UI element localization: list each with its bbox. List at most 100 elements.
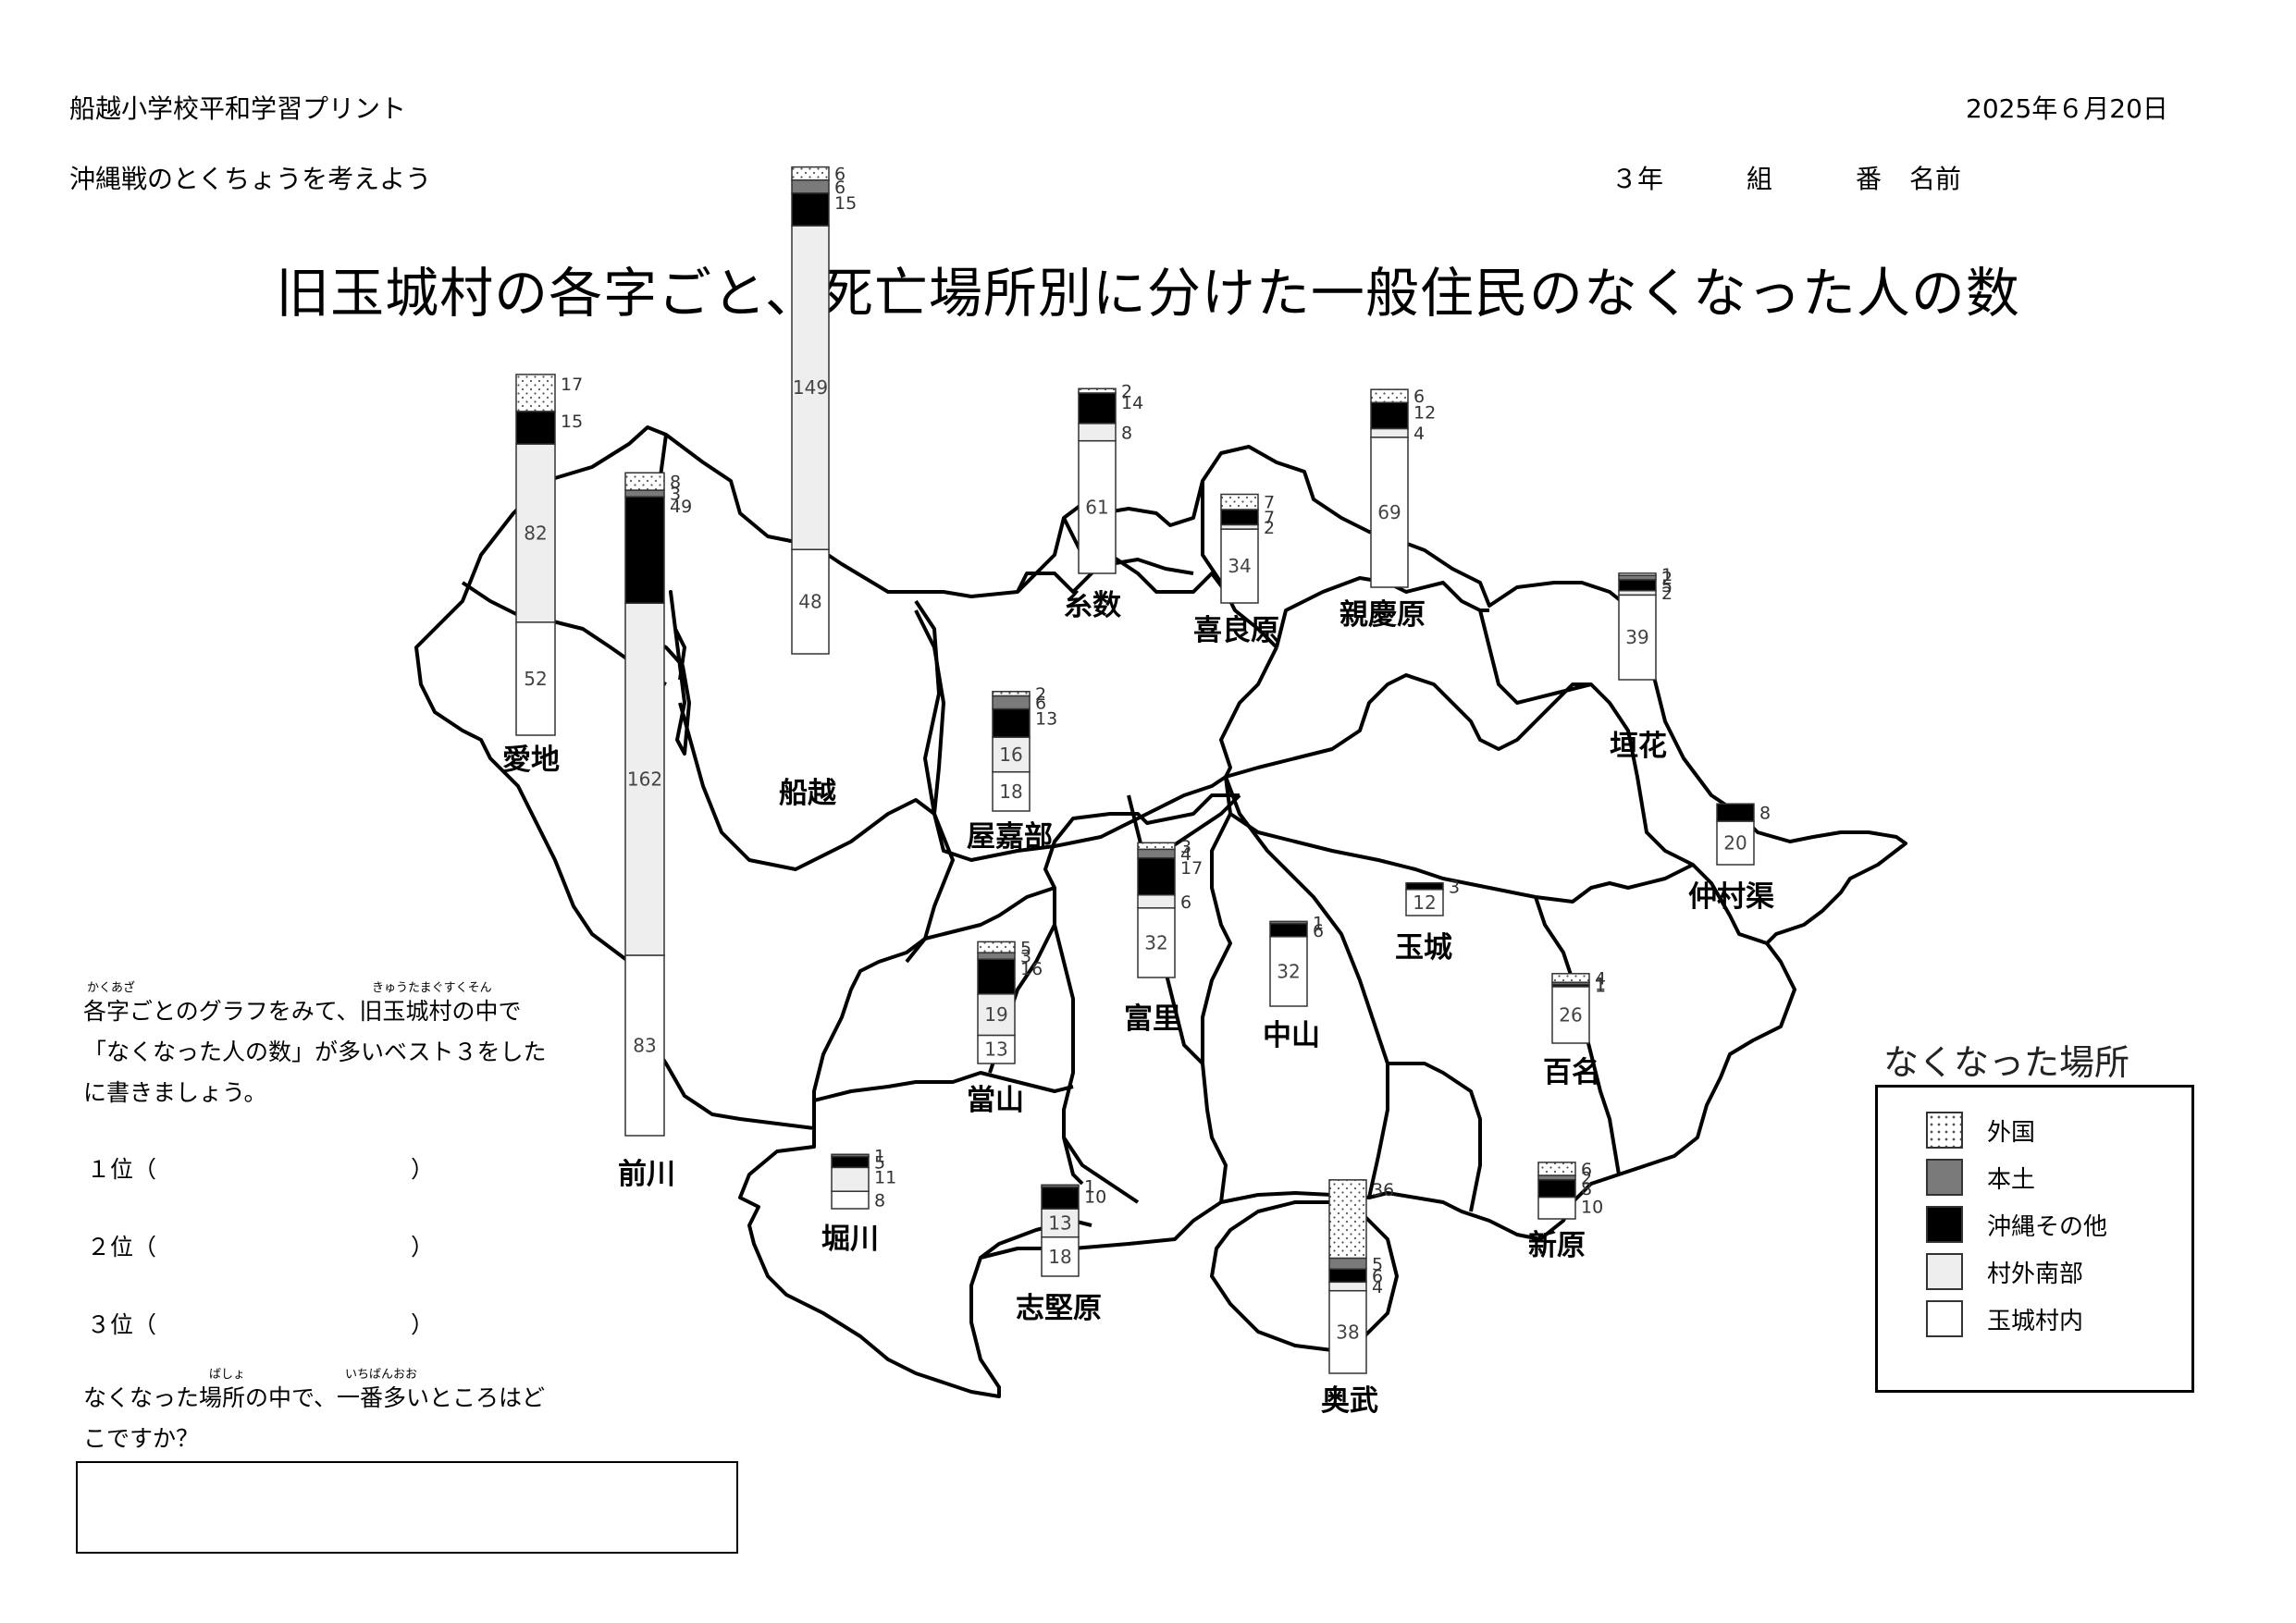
village-label-shikenbaru: 志堅原	[1016, 1292, 1102, 1325]
bar-仲村渠: 208	[1716, 803, 1771, 866]
bar-value-label: 1	[1084, 1176, 1095, 1197]
bar-value-label: 8	[1121, 423, 1132, 443]
bar-segment-southern-outside	[992, 736, 1031, 773]
bar-segment-southern-outside	[831, 1166, 870, 1192]
bar-segment-abroad	[1328, 1179, 1367, 1260]
school-print-title: 船越小学校平和学習プリント	[69, 93, 407, 124]
village-label-oyakebaru: 親慶原	[1339, 598, 1426, 632]
bar-value-label: 11	[874, 1167, 896, 1187]
legend-swatch-gray	[1926, 1159, 1963, 1196]
village-label-ou: 奥武	[1321, 1384, 1378, 1418]
legend-swatch-white	[1926, 1300, 1963, 1337]
bar-segment-abroad	[1220, 493, 1259, 510]
rank-1-answer[interactable]: １位（）	[87, 1151, 434, 1185]
bar-value-label: 20	[1723, 832, 1747, 855]
bar-value-label: 8	[1581, 1179, 1592, 1199]
village-label-hyakuna: 百名	[1543, 1056, 1600, 1089]
bar-segment-in-village	[1041, 1236, 1080, 1277]
bar-segment-okinawa-other	[1328, 1268, 1367, 1284]
village-label-nakayama: 中山	[1263, 1019, 1320, 1052]
bar-value-label: 10	[1581, 1198, 1603, 1218]
rank-3-answer[interactable]: ３位（）	[87, 1307, 434, 1340]
bar-value-label: 13	[1048, 1211, 1071, 1234]
bar-value-label: 34	[1228, 555, 1251, 577]
bar-segment-southern-outside	[624, 602, 665, 956]
village-label-aichi: 愛地	[502, 744, 560, 777]
bar-segment-abroad	[1537, 1162, 1576, 1176]
bar-segment-okinawa-other	[624, 496, 665, 604]
bar-segment-southern-outside	[1370, 427, 1409, 438]
grade-label: ３年	[1611, 164, 1664, 194]
village-label-kiyabaru: 喜良原	[1193, 614, 1279, 647]
bar-value-label: 5	[1372, 1254, 1383, 1274]
bar-value-label: 4	[1595, 969, 1606, 990]
bar-segment-abroad	[624, 472, 665, 491]
ruby-kyutamagusukuson: きゅうたまぐすくそん	[372, 981, 492, 995]
bar-segment-mainland	[977, 952, 1016, 960]
class-label: 組	[1747, 164, 1773, 194]
bar-segment-okinawa-other	[1716, 803, 1755, 822]
bar-value-label: 7	[1264, 493, 1275, 513]
bar-value-label: 49	[670, 497, 692, 517]
bar-segment-mainland	[1269, 920, 1308, 925]
bar-segment-mainland	[791, 178, 830, 194]
bar-segment-okinawa-other	[1537, 1178, 1576, 1199]
legend-item-abroad: 外国	[1926, 1111, 2035, 1150]
village-labels: 愛地 前川 船越 糸数 喜良原 親慶原 垣花 屋嘉部 仲村渠 玉城 富里 當山 …	[502, 589, 1774, 1418]
bar-segment-in-village	[1716, 820, 1755, 866]
bar-segment-okinawa-other	[1041, 1186, 1080, 1210]
rank-2-close: ）	[411, 1234, 435, 1260]
bar-segment-in-village	[831, 1190, 870, 1210]
legend-item-mainland: 本土	[1926, 1158, 2035, 1197]
legend-label: 村外南部	[1987, 1260, 2084, 1288]
number-label: 番	[1856, 164, 1882, 194]
bar-value-label: 52	[524, 668, 547, 690]
bar-value-label: 12	[1413, 891, 1436, 914]
legend-label: 本土	[1987, 1165, 2036, 1194]
bar-segment-in-village	[1328, 1289, 1367, 1374]
bar-value-label: 2	[1121, 382, 1132, 402]
legend: 外国 本土 沖縄その他 村外南部 玉城村内	[1875, 1085, 2194, 1393]
bar-segment-okinawa-other	[977, 958, 1016, 995]
bar-segment-mainland	[1328, 1257, 1367, 1270]
bar-segment-in-village	[1405, 889, 1444, 916]
bar-value-label: 13	[1035, 709, 1057, 730]
ruby-ichibanoo: いちばんおお	[345, 1368, 418, 1382]
village-label-kakinohana: 垣花	[1610, 730, 1667, 763]
rank-2-answer[interactable]: ２位（）	[87, 1229, 434, 1262]
bar-value-label: 2	[1581, 1168, 1592, 1188]
bar-value-label: 19	[984, 1003, 1007, 1026]
legend-swatch-dots	[1926, 1112, 1963, 1149]
bar-value-label: 149	[793, 376, 828, 399]
bar-value-label: 6	[1581, 1160, 1592, 1180]
answer-box[interactable]	[76, 1461, 738, 1554]
bar-segment-okinawa-other	[1618, 579, 1657, 592]
legend-item-in-village: 玉城村内	[1926, 1299, 2083, 1338]
village-label-funakoshi: 船越	[779, 777, 837, 810]
village-label-mibaru: 新原	[1528, 1229, 1586, 1262]
bar-segment-abroad	[977, 941, 1016, 953]
village-label-nakandakari: 仲村渠	[1688, 880, 1774, 914]
bar-value-label: 48	[798, 591, 821, 613]
bar-value-label: 32	[1144, 931, 1167, 953]
bar-value-label: 16	[1020, 959, 1043, 979]
village-label-maekawa: 前川	[618, 1158, 675, 1191]
bar-value-label: 1	[1595, 974, 1606, 994]
bar-value-label: 69	[1377, 501, 1401, 523]
bar-segment-abroad	[515, 374, 556, 412]
bar-segment-abroad	[1078, 387, 1117, 394]
bar-value-label: 3	[1449, 877, 1460, 897]
page-title: 旧玉城村の各字ごと、死亡場所別に分けた一般住民のなくなった人の数	[276, 262, 2020, 325]
bar-segment-okinawa-other	[1269, 922, 1308, 938]
ruby-kakuaza: かくあざ	[87, 981, 136, 995]
bar-segment-southern-outside	[1078, 423, 1117, 442]
bar-value-label: 18	[999, 781, 1022, 803]
bar-segment-okinawa-other	[1078, 392, 1117, 424]
bar-value-label: 13	[984, 1039, 1007, 1061]
bar-segment-okinawa-other	[1137, 857, 1176, 896]
